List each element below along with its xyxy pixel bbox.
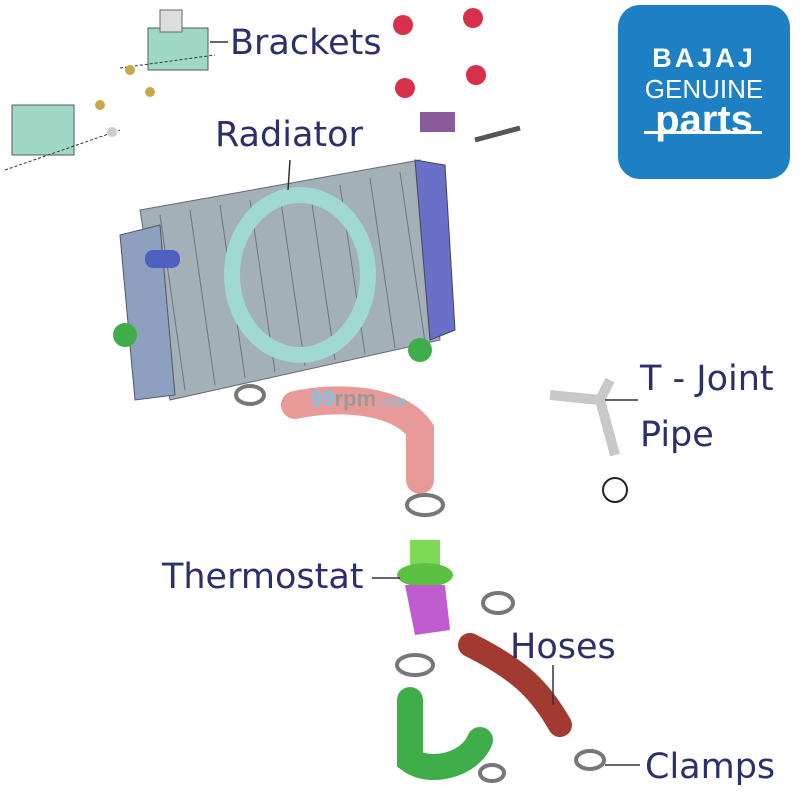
right-hose [458,633,572,737]
label-pipe: Pipe [640,415,714,455]
rubber-caps [393,8,521,143]
watermark-part2: rpm [334,386,377,411]
logo-underline [644,131,762,134]
lower-hose [397,687,493,781]
radiator [113,159,456,401]
label-clamps: Clamps [645,747,776,787]
logo-genuine: GENUINE [644,74,764,104]
watermark-part1: 99 [310,386,335,411]
bajaj-genuine-parts-logo: BAJAJ GENUINE parts [618,5,790,179]
label-radiator: Radiator [215,115,363,155]
logo-brand: BAJAJ [652,43,756,73]
t-joint-pipe [549,377,628,503]
watermark-part3: .com [376,393,407,409]
label-brackets: Brackets [230,23,382,63]
watermark: 99rpm.com [310,386,406,412]
bracket-upper [119,9,216,97]
thermostat [397,540,453,635]
label-t-joint: T - Joint [640,359,774,399]
label-hoses: Hoses [510,627,616,667]
hose-clamps [234,384,606,783]
leader-lines [210,41,640,766]
label-thermostat: Thermostat [162,557,364,597]
upper-hose [281,386,434,494]
bracket-lower [4,100,121,171]
